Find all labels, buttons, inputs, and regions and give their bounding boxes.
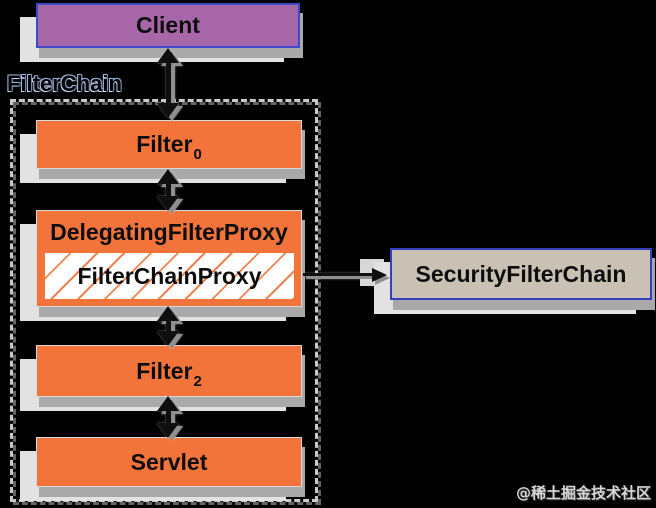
arrowhead-down-icon <box>157 103 179 118</box>
delegating-filter-proxy-box: DelegatingFilterProxy FilterChainProxy <box>36 210 302 307</box>
filterchain-container <box>10 99 318 502</box>
arrow-filter2-servlet-icon <box>157 396 179 438</box>
arrowhead-up-icon <box>157 396 179 411</box>
servlet-label: Servlet <box>130 448 208 475</box>
filter-chain-proxy-label: FilterChainProxy <box>77 262 262 289</box>
filter2-box: Filter2 <box>36 345 302 397</box>
arrow-filter0-delegatingfilterproxy-icon <box>157 169 179 211</box>
filterchain-label: FilterChain <box>7 71 122 96</box>
arrowhead-right-icon <box>372 268 387 282</box>
watermark: @稀土掘金技术社区 <box>515 484 651 502</box>
arrowhead-down-icon <box>157 331 179 346</box>
arrowhead-up-icon <box>157 48 179 63</box>
arrowhead-down-icon <box>157 423 179 438</box>
arrow-shaft <box>165 321 171 331</box>
arrow-delegatingfilterproxy-filter2-icon <box>157 306 179 346</box>
filter0-label: Filter0 <box>136 131 202 163</box>
security-filter-chain-box: SecurityFilterChain <box>390 248 652 300</box>
filter0-box: Filter0 <box>36 120 302 169</box>
delegating-filter-proxy-label: DelegatingFilterProxy <box>50 218 288 245</box>
filter2-label: Filter2 <box>136 357 202 390</box>
arrowhead-up-icon <box>157 169 179 184</box>
arrow-shaft <box>303 273 373 276</box>
arrow-client-filter0-icon <box>157 48 179 118</box>
client-label: Client <box>136 12 200 38</box>
arrowhead-down-icon <box>157 196 179 211</box>
client-box: Client <box>36 3 300 48</box>
arrowhead-up-icon <box>157 306 179 321</box>
filter-chain-proxy-box: FilterChainProxy <box>45 253 294 299</box>
security-filter-chain-label: SecurityFilterChain <box>415 260 627 287</box>
arrow-shaft <box>165 63 171 103</box>
arrow-shaft <box>165 411 171 423</box>
servlet-box: Servlet <box>36 437 302 487</box>
arrow-filterchainproxy-securityfilterchain-icon <box>303 268 387 282</box>
arrow-shaft <box>165 184 171 196</box>
